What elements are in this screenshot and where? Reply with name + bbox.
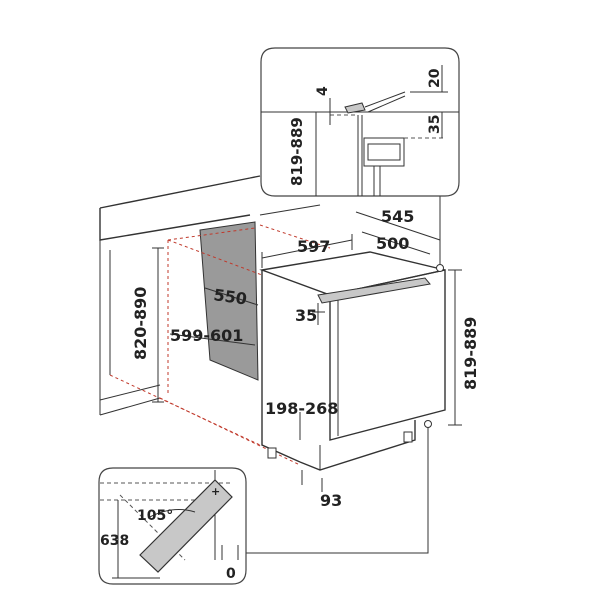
hidden-edge-floor	[109, 374, 261, 446]
dim-width-line	[261, 239, 353, 259]
detail-top-cabinet-body	[363, 137, 405, 167]
worktop-right-line	[259, 204, 321, 216]
appliance-left-side	[261, 270, 301, 463]
detail-door-box: + 105° 638 0	[98, 467, 247, 585]
detail-label-panel: 20	[427, 68, 443, 88]
label-appliance-height: 819-889	[461, 317, 480, 390]
appliance-body	[259, 251, 446, 471]
detail-label-door-height: 638	[100, 533, 129, 549]
worktop-edge-extension	[249, 175, 261, 179]
dimension-lines	[152, 211, 462, 492]
detail-label-offset: 35	[427, 115, 443, 134]
cabinet-floor-front	[99, 397, 161, 416]
detail-top-frame	[260, 47, 460, 197]
label-niche-width: 599-601	[170, 326, 243, 345]
leader-door-detail	[244, 426, 429, 554]
door-handle-bar	[317, 277, 431, 304]
label-niche-height: 820-890	[131, 287, 150, 360]
detail-label-clearance: 0	[226, 566, 236, 582]
hidden-edge-right	[259, 224, 331, 249]
detail-label-gap: 4	[315, 86, 331, 96]
label-plinth-height: 198-268	[265, 399, 338, 418]
plinth	[299, 420, 416, 471]
kitchen-cabinet	[99, 175, 321, 416]
hidden-edge-depth	[167, 239, 263, 276]
appliance-door	[329, 269, 446, 441]
niche-back-wall	[199, 221, 259, 381]
dim-niche-depth-line	[204, 287, 259, 306]
detail-top-handle	[344, 102, 366, 114]
detail-door-angle-arc	[147, 509, 196, 519]
label-door-offset: 35	[295, 306, 317, 325]
dim-niche-width-line	[169, 333, 256, 346]
detail-door-panel	[139, 479, 233, 573]
detail-label-height: 819-889	[288, 117, 306, 186]
detail-door-hinge-mark: +	[211, 485, 220, 498]
hidden-edge-floor-front	[159, 397, 301, 466]
detail-label-angle: 105°	[137, 508, 173, 524]
label-appliance-width: 597	[297, 237, 330, 256]
label-depth-top: 545	[381, 207, 414, 226]
foot-left	[267, 447, 277, 459]
hidden-edges	[109, 224, 331, 466]
worktop-back-edge	[99, 177, 251, 209]
label-depth-body: 500	[376, 234, 409, 253]
leader-lines	[244, 196, 444, 554]
foot-right	[403, 431, 413, 443]
hidden-edge-top	[167, 227, 256, 241]
dim-depth-top-line	[355, 211, 441, 241]
detail-top-door-panel	[364, 91, 406, 108]
label-niche-depth: 550	[212, 285, 248, 308]
label-plinth-depth: 93	[320, 491, 342, 510]
detail-top-box: 4 20 35 819-889	[260, 47, 460, 197]
appliance-top	[259, 251, 446, 296]
dim-depth-body-line	[361, 231, 431, 255]
cabinet-floor-back	[99, 384, 161, 401]
